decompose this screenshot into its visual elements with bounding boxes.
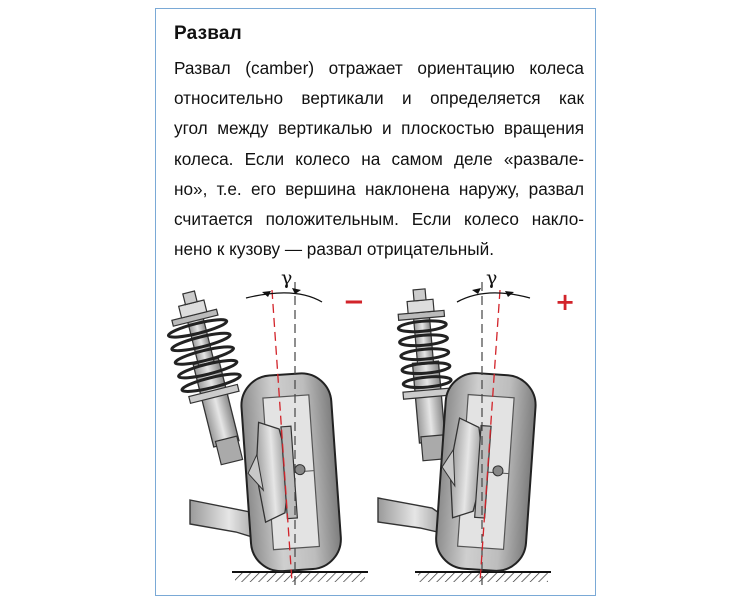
article-title: Развал bbox=[174, 23, 242, 44]
right-ground bbox=[415, 571, 551, 582]
right-gamma-label: γ bbox=[486, 267, 497, 289]
left-wheel bbox=[240, 372, 342, 573]
article-body: Развал (camber) отражает ориентацию коле… bbox=[174, 53, 584, 264]
right-strut bbox=[396, 288, 455, 462]
left-strut bbox=[166, 290, 244, 466]
body-line-5: но», т.е. его вершина наклонена наружу, … bbox=[174, 178, 584, 199]
right-assembly: γ + bbox=[377, 267, 575, 585]
camber-article-card: Развал Развал (camber) отражает ориентац… bbox=[155, 8, 596, 596]
right-camber-line bbox=[479, 289, 501, 583]
left-assembly: γ − bbox=[166, 267, 368, 585]
body-line-7: нено к кузову — развал отрицательный. bbox=[174, 239, 495, 260]
left-ground bbox=[232, 571, 368, 582]
right-sign-plus: + bbox=[555, 288, 575, 316]
right-angle-arc bbox=[456, 292, 531, 303]
body-line-4: колеса. Если колесо на самом деле «разва… bbox=[174, 148, 584, 169]
body-line-3: угол между вертикалью и плоскостью враще… bbox=[174, 118, 584, 139]
left-sign-minus: − bbox=[343, 287, 365, 317]
left-gamma-label: γ bbox=[281, 267, 292, 289]
body-line-2: относительно вертикали и определяется ка… bbox=[174, 88, 584, 109]
body-line-6: считается положительным. Если колесо нак… bbox=[174, 209, 584, 230]
left-angle-arc bbox=[245, 292, 323, 303]
body-line-1: Развал (camber) отражает ориентацию коле… bbox=[174, 58, 584, 78]
right-wheel bbox=[435, 372, 537, 572]
left-camber-line bbox=[271, 289, 293, 583]
